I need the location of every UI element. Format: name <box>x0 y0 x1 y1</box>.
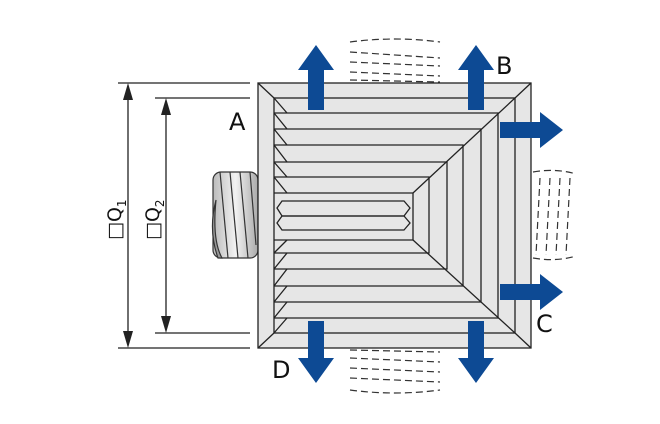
duct-left-solid <box>211 171 259 259</box>
arrow-down-right-icon <box>458 321 494 383</box>
label-d: D <box>272 356 290 384</box>
arrow-up-left-icon <box>298 45 334 110</box>
dimension-q2 <box>155 97 250 334</box>
arrow-down-left-icon <box>298 321 334 383</box>
label-c: C <box>536 310 553 338</box>
duct-top-dashed <box>349 38 441 83</box>
duct-right-dashed <box>532 169 577 261</box>
label-b: B <box>496 52 512 80</box>
dimension-q1-label: □Q1 <box>104 199 129 240</box>
arrow-right-bottom-icon <box>500 274 563 310</box>
arrow-up-right-icon <box>458 45 494 110</box>
diffuser-face <box>257 82 532 349</box>
dimension-q2-label: □Q2 <box>142 199 167 240</box>
arrow-right-top-icon <box>500 112 563 148</box>
dimension-q1 <box>118 82 250 349</box>
duct-bottom-dashed <box>349 349 441 394</box>
label-a: A <box>229 108 246 136</box>
airflow-arrows <box>298 45 563 383</box>
